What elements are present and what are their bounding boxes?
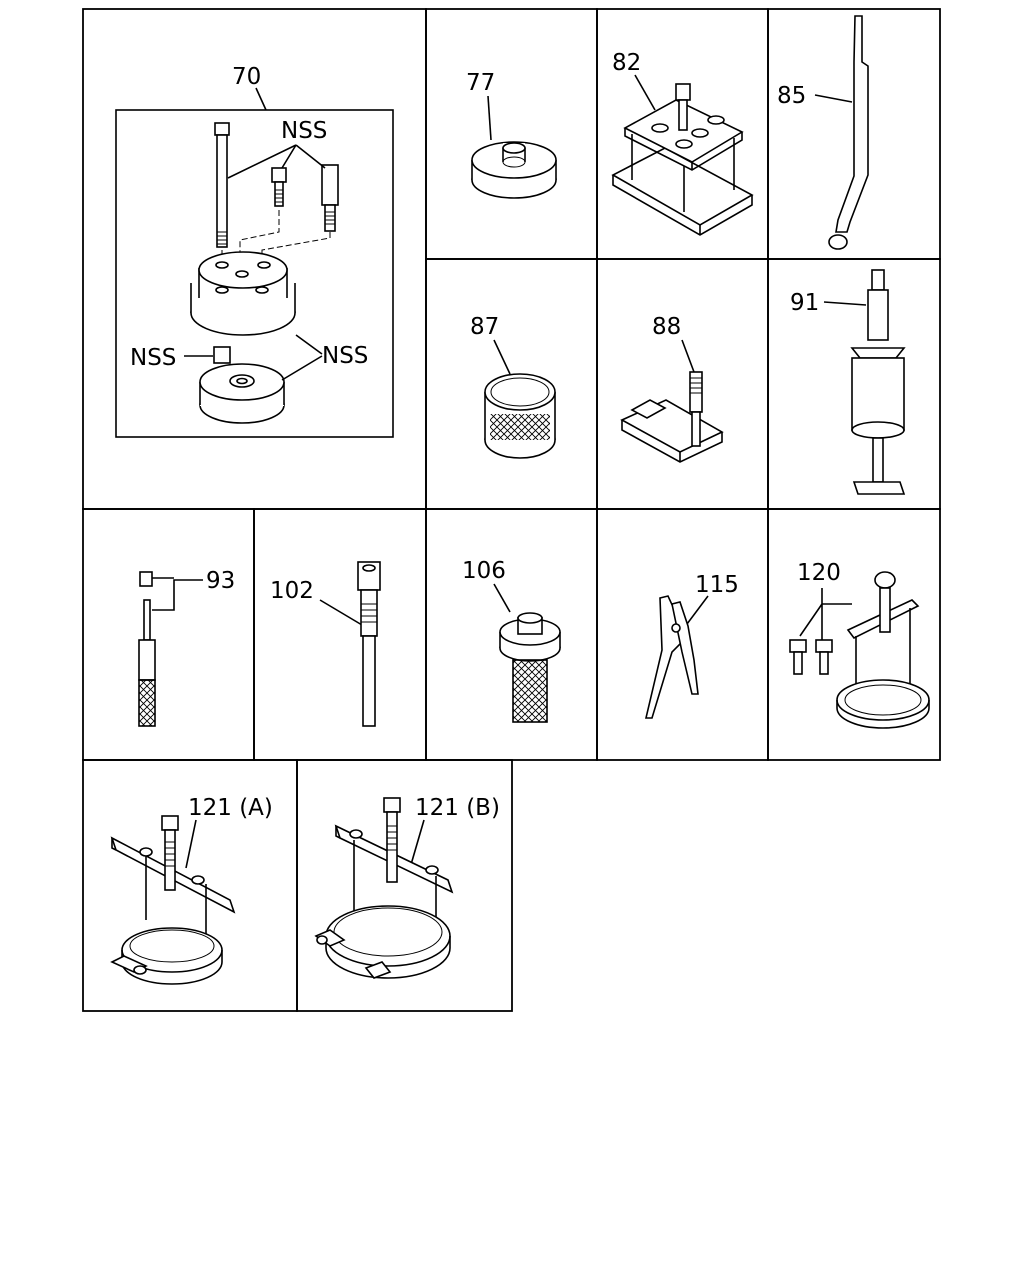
part-77-label: 77 <box>466 70 495 96</box>
nss-label-left: NSS <box>130 345 176 371</box>
part-102-illustration: 102 <box>270 561 381 727</box>
part-115-label: 115 <box>695 572 739 598</box>
part-93-illustration: 93 <box>138 568 235 727</box>
part-106-label: 106 <box>462 558 506 584</box>
part-121b-illustration: 121 (B) <box>314 795 500 979</box>
part-120-label: 120 <box>797 560 841 586</box>
part-82-illustration: 82 <box>611 50 754 236</box>
part-93-label: 93 <box>206 568 235 594</box>
nss-label-right: NSS <box>322 343 368 369</box>
part-85-label: 85 <box>777 83 806 109</box>
part-106-illustration: 106 <box>462 558 561 723</box>
part-91-label: 91 <box>790 290 819 316</box>
part-82-label: 82 <box>612 50 641 76</box>
nss-label-top: NSS <box>281 118 327 144</box>
grid-lines <box>82 8 941 1012</box>
part-87-illustration: 87 <box>470 314 556 459</box>
part-115-illustration: 115 <box>644 572 739 719</box>
part-121b-label: 121 (B) <box>415 795 500 821</box>
part-70-illustration: 70 NSS NSS <box>115 64 394 438</box>
part-88-label: 88 <box>652 314 681 340</box>
part-121a-illustration: 121 (A) <box>110 795 273 985</box>
part-102-label: 102 <box>270 578 314 604</box>
part-91-illustration: 91 <box>790 269 906 495</box>
part-120-illustration: 120 <box>789 560 930 729</box>
part-87-label: 87 <box>470 314 499 340</box>
part-88-illustration: 88 <box>620 314 724 463</box>
part-77-illustration: 77 <box>466 70 557 199</box>
part-85-illustration: 85 <box>777 15 869 250</box>
part-121a-label: 121 (A) <box>188 795 273 821</box>
part-70-label: 70 <box>232 64 261 90</box>
